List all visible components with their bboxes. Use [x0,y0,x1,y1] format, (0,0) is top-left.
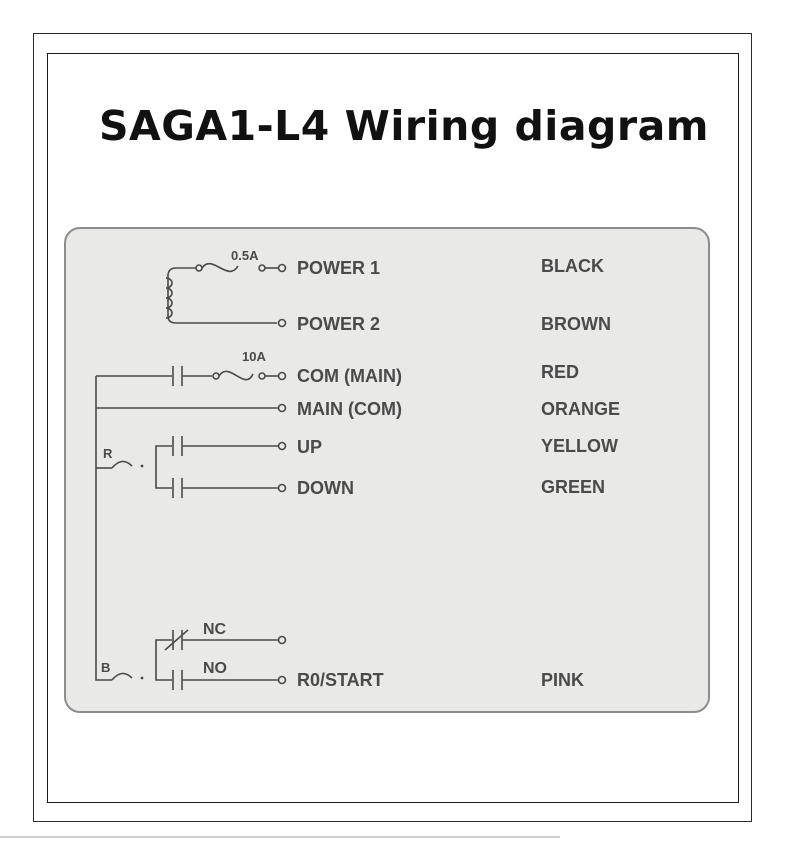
outer-border [33,33,752,822]
r-relay-label: R [103,446,113,461]
terminal-power-1: POWER 1 BLACK [277,256,604,278]
coil-fuse-label: 0.5A [231,248,259,263]
terminal-power-2: POWER 2 BROWN [277,314,611,334]
wire-color-label: YELLOW [541,436,618,456]
b-relay-circuit: B NC NO [101,621,287,690]
terminal-label: POWER 1 [297,258,380,278]
terminal-r0-start: R0/START PINK [277,670,584,690]
terminal-label: UP [297,437,322,457]
wire-color-label: BLACK [541,256,604,276]
wire-color-label: BROWN [541,314,611,334]
terminal-label: COM (MAIN) [297,366,402,386]
wire-color-label: RED [541,362,579,382]
wiring-panel [64,227,710,713]
r-relay-circuit: R [96,436,278,498]
inner-border [47,53,739,803]
terminal-label: DOWN [297,478,354,498]
terminal-up: UP YELLOW [277,436,618,457]
terminal-label: MAIN (COM) [297,399,402,419]
coil-circuit: 0.5A [165,248,278,324]
nc-contact-label: NC [203,621,227,638]
main-circuit: 10A [95,349,278,681]
no-contact-label: NO [203,660,227,677]
terminal-label: R0/START [297,670,384,690]
terminal-label: POWER 2 [297,314,380,334]
page-divider [0,836,560,838]
wire-color-label: ORANGE [541,399,620,419]
diagram-title: SAGA1-L4 Wiring diagram [98,102,709,150]
terminal-main-com: MAIN (COM) ORANGE [277,399,620,419]
terminal-com-main: COM (MAIN) RED [277,362,579,386]
b-relay-label: B [101,660,110,675]
wire-color-label: GREEN [541,477,605,497]
main-fuse-label: 10A [242,349,266,364]
terminal-down: DOWN GREEN [277,477,605,498]
wire-color-label: PINK [541,670,584,690]
